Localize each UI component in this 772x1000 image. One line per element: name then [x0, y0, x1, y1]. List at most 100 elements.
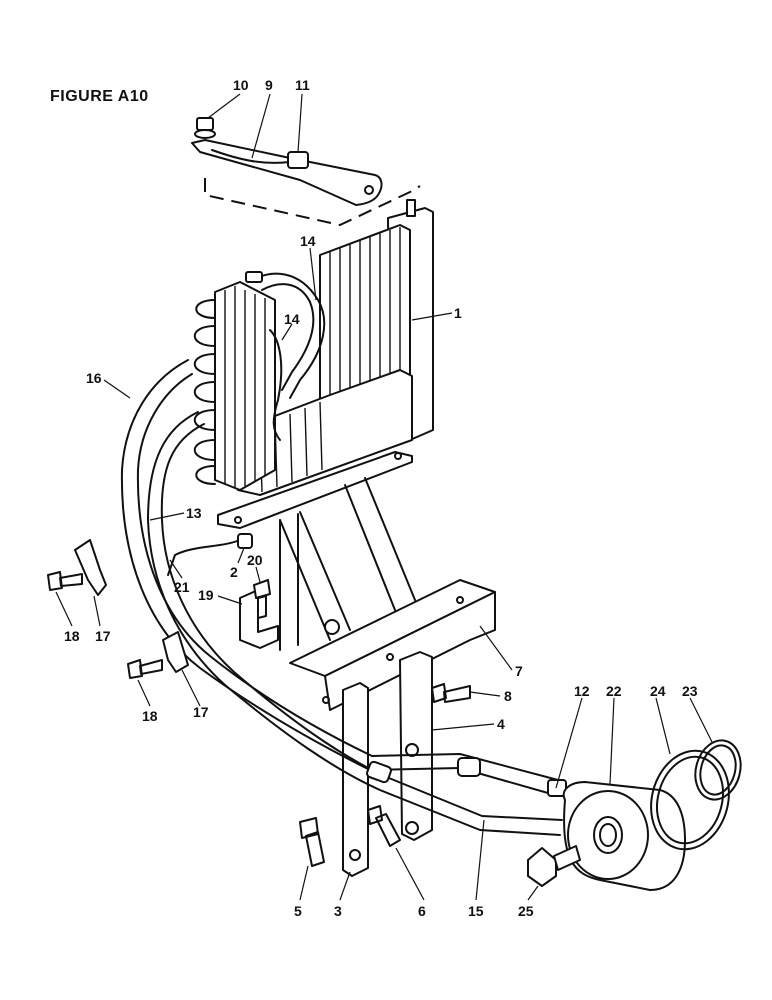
callout-7: 7: [515, 663, 523, 679]
callout-15: 15: [468, 903, 484, 919]
bolt-20: [253, 579, 271, 619]
callout-23: 23: [682, 683, 698, 699]
leader-13: [149, 512, 185, 521]
filter-bore-inner: [599, 823, 617, 847]
callout-2: 2: [230, 564, 238, 580]
leader-14a: [309, 247, 317, 301]
filter-bore: [593, 816, 623, 854]
upright-4-nut-b: [405, 821, 419, 835]
cooler-base-plate: [217, 451, 413, 529]
callout-5: 5: [294, 903, 302, 919]
bolt-5: [299, 817, 325, 867]
top-nut: [196, 117, 214, 131]
bolt-8: [431, 683, 471, 703]
pipe-coupling-a: [366, 760, 392, 784]
fitting-25-thread: [553, 845, 581, 871]
clip-17-upper: [74, 539, 107, 596]
callout-8: 8: [504, 688, 512, 704]
leader-9: [251, 93, 271, 159]
callout-14a: 14: [300, 233, 316, 249]
leader-22: [609, 697, 615, 785]
callout-4: 4: [497, 716, 505, 732]
callout-11: 11: [295, 77, 310, 93]
callout-14b: 14: [284, 311, 300, 327]
leader-18b: [137, 679, 151, 707]
crossbar-hole-3: [322, 696, 330, 704]
callout-22: 22: [606, 683, 622, 699]
leader-20: [255, 566, 261, 583]
leader-8: [469, 691, 501, 697]
leader-2: [237, 547, 245, 564]
upright-3: [342, 682, 369, 877]
base-plate-hole-2: [234, 516, 242, 524]
leader-25: [527, 885, 539, 901]
clip-17-lower: [162, 631, 189, 673]
frame-post-c: [344, 484, 396, 611]
leader-6: [395, 847, 425, 901]
callout-16: 16: [86, 370, 102, 386]
cooler-u-bends: [194, 299, 216, 485]
pipes: [120, 359, 567, 836]
callout-6: 6: [418, 903, 426, 919]
part-2-sensor: [237, 533, 253, 549]
bracket-hole: [364, 185, 374, 195]
seal-ring-23-inner: [699, 744, 737, 796]
oil-cooler: [194, 199, 434, 529]
cooler-core-bottom: [237, 369, 413, 496]
leader-1: [411, 312, 453, 321]
pipe-16-inner: [136, 373, 559, 781]
support-frame: [279, 477, 496, 877]
crossbar-front: [324, 591, 496, 711]
leader-5: [299, 865, 309, 901]
callout-24: 24: [650, 683, 666, 699]
callout-20: 20: [247, 552, 263, 568]
cooler-stud: [406, 199, 416, 217]
leader-19: [217, 595, 243, 605]
callout-18a: 18: [64, 628, 80, 644]
crossbar-hole: [386, 653, 394, 661]
leader-21: [169, 559, 183, 579]
leader-24: [655, 697, 671, 755]
base-plate-hole: [394, 452, 402, 460]
callout-17b: 17: [193, 704, 209, 720]
wire-21: [167, 539, 241, 576]
leader-17b: [181, 669, 201, 707]
top-washer: [194, 129, 216, 139]
top-bracket-plate: [191, 139, 383, 206]
frame-nut: [324, 619, 340, 635]
callout-25: 25: [518, 903, 534, 919]
sensor-wire: [211, 149, 291, 164]
callout-17a: 17: [95, 628, 111, 644]
pipe-16-outer: [120, 359, 556, 796]
upright-3-nut: [349, 849, 361, 861]
pipe-13-outer: [147, 411, 561, 836]
leader-12: [555, 697, 583, 789]
cooler-fins-left: [224, 286, 266, 488]
hose-14-lower: [269, 329, 283, 441]
callout-12: 12: [574, 683, 590, 699]
leader-23: [689, 697, 713, 743]
callout-3: 3: [334, 903, 342, 919]
callout-18b: 18: [142, 708, 158, 724]
leader-16: [103, 379, 131, 399]
frame-post-a: [279, 519, 331, 641]
filter-assembly: [527, 739, 742, 891]
leader-10: [207, 93, 241, 119]
leader-18a: [55, 591, 73, 627]
leader-7: [479, 625, 513, 671]
seal-ring-24-inner: [656, 755, 724, 845]
leader-14b: [281, 323, 293, 341]
callout-10: 10: [233, 77, 249, 93]
seal-ring-23-outer: [694, 739, 742, 801]
sensor-clip: [287, 151, 309, 169]
leader-11: [297, 93, 303, 153]
crossbar-hole-2: [456, 596, 464, 604]
leader-lines: [55, 93, 713, 901]
small-parts: [47, 533, 471, 867]
pipe-coupling-b: [457, 757, 481, 777]
callout-21: 21: [174, 579, 190, 595]
hose-14-upper-inner: [261, 283, 315, 391]
assembly-dashed-line: [204, 178, 421, 227]
